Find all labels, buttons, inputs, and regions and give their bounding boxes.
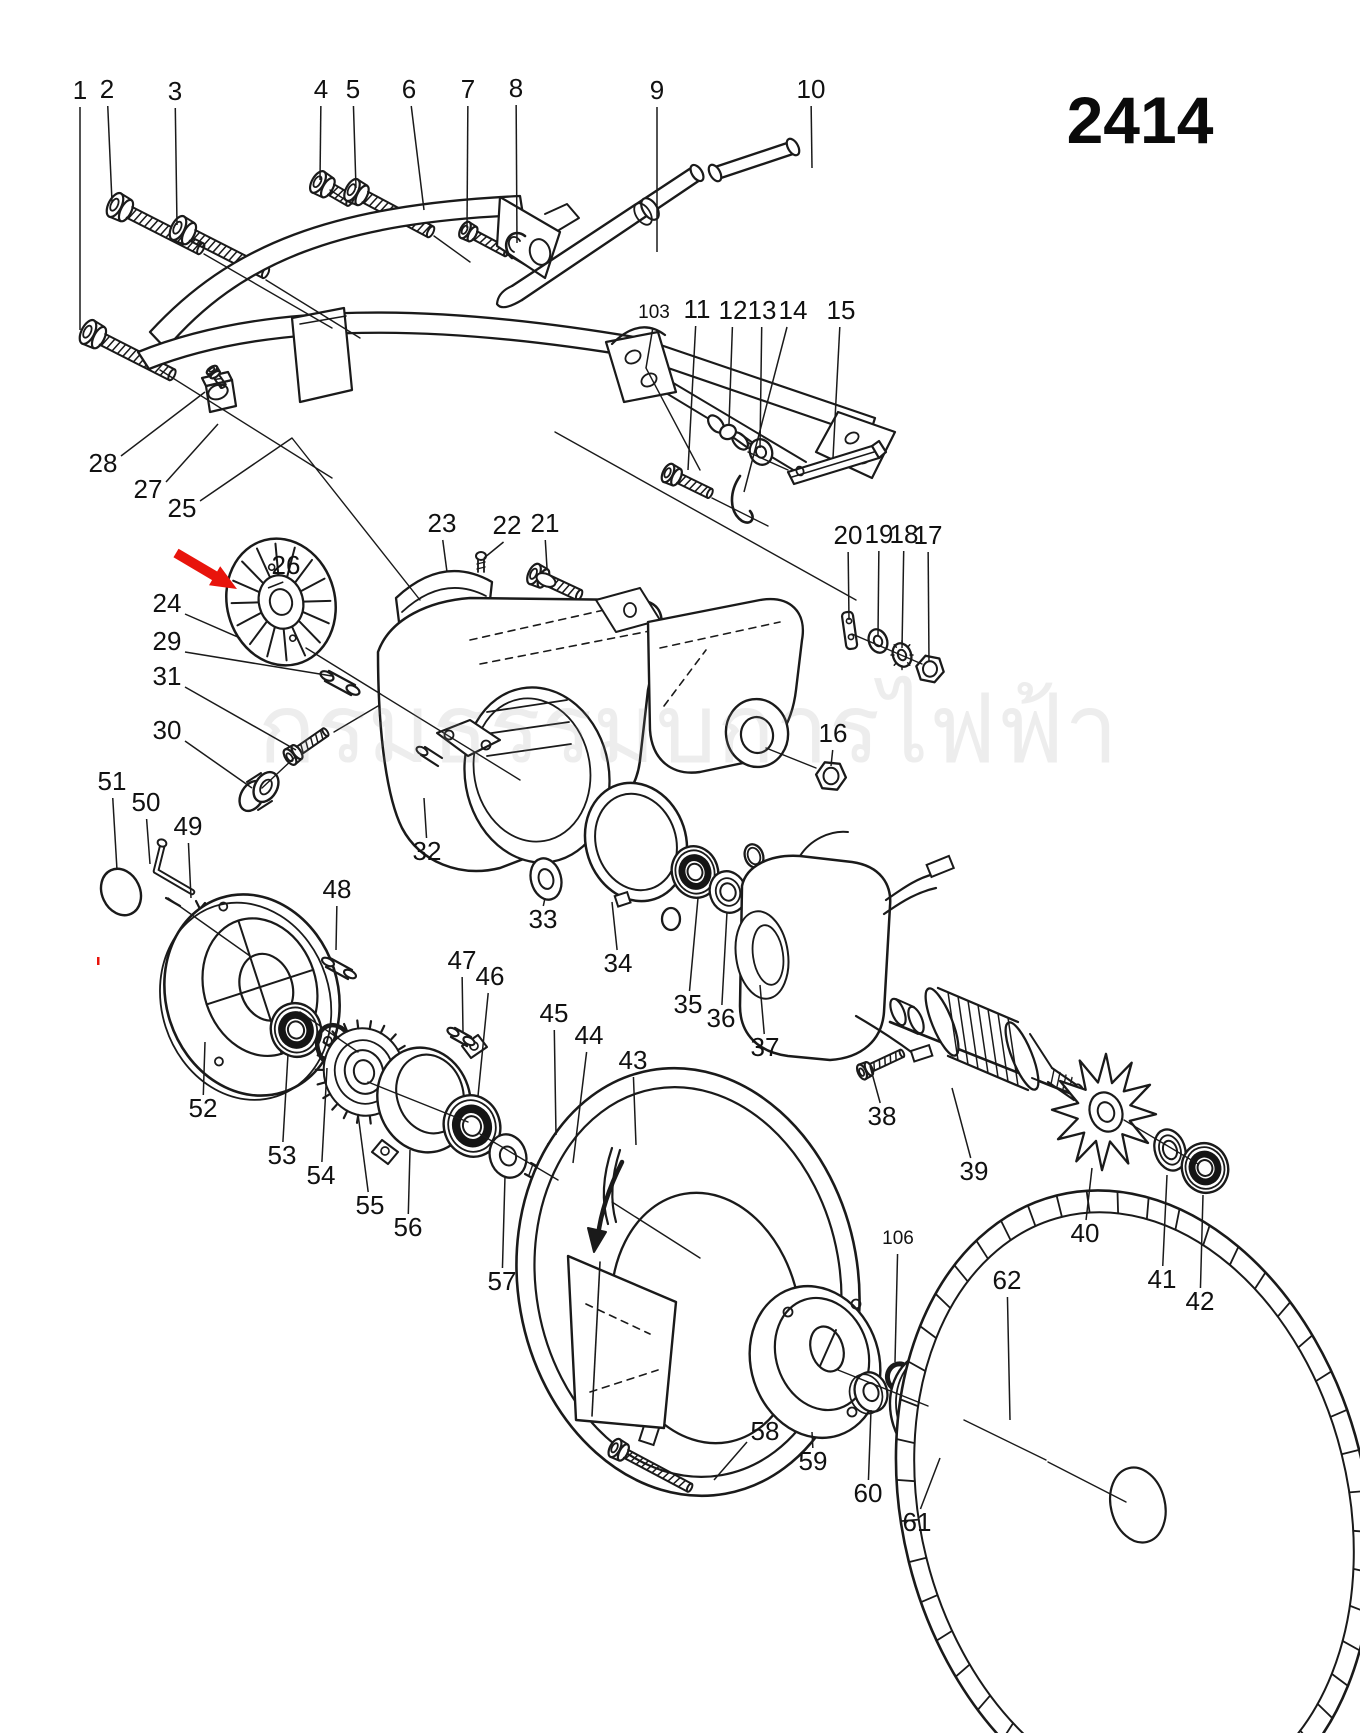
part-label-49: 49 [174,811,203,841]
part-label-11: 11 [684,294,711,324]
part-label-53: 53 [268,1140,297,1170]
part-label-8: 8 [509,73,523,103]
part-label-18: 18 [890,519,919,549]
part-label-42: 42 [1186,1286,1215,1316]
part-label-51: 51 [98,766,127,796]
exploded-view-line-art [78,137,1360,1733]
part-label-57: 57 [488,1266,517,1296]
part-label-36: 36 [707,1003,736,1033]
part-label-28: 28 [89,448,118,478]
part-label-37: 37 [751,1032,780,1062]
part-label-25: 25 [168,493,197,523]
part-label-48: 48 [323,874,352,904]
part-label-26: 26 [272,550,301,580]
part-label-4: 4 [314,74,328,104]
part-label-5: 5 [346,74,360,104]
part-label-21: 21 [531,508,560,538]
part-label-58: 58 [751,1416,780,1446]
part-label-1: 1 [73,75,87,105]
part-label-32: 32 [413,836,442,866]
part-label-60: 60 [854,1478,883,1508]
part-label-34: 34 [604,948,633,978]
part-label-31: 31 [153,661,182,691]
part-label-16: 16 [819,718,848,748]
part-label-2: 2 [100,74,114,104]
part-label-54: 54 [307,1160,336,1190]
part-label-17: 17 [914,520,943,550]
part-label-41: 41 [1148,1264,1177,1294]
red-annotations [97,548,237,965]
red-arrow-shaft [173,548,221,583]
part-label-106: 106 [882,1228,914,1249]
part-label-20: 20 [834,520,863,550]
part-label-40: 40 [1071,1218,1100,1248]
part-label-35: 35 [674,989,703,1019]
page-title: 2414 [1067,83,1214,157]
part-label-56: 56 [394,1212,423,1242]
part-label-23: 23 [428,508,457,538]
part-label-7: 7 [461,74,475,104]
part-label-33: 33 [529,904,558,934]
part-label-10: 10 [797,74,826,104]
part-label-55: 55 [356,1190,385,1220]
leader-lines [79,104,1204,1510]
part-label-44: 44 [575,1020,604,1050]
part-label-29: 29 [153,626,182,656]
part-label-30: 30 [153,715,182,745]
watermark: กรมธรรมบการไฟฟ้า [258,676,1119,783]
part-label-24: 24 [153,588,182,618]
part-label-6: 6 [402,74,416,104]
part-label-62: 62 [993,1265,1022,1295]
part-label-45: 45 [540,998,569,1028]
part-label-15: 15 [827,295,856,325]
part-label-3: 3 [168,76,182,106]
part-label-61: 61 [903,1507,932,1537]
part-label-47: 47 [448,945,477,975]
part-label-46: 46 [476,961,505,991]
red-tick-mark [97,957,100,965]
part-label-12: 12 [719,295,748,325]
red-arrow-head [209,566,237,589]
part-label-59: 59 [799,1446,828,1476]
part-label-13: 13 [748,295,777,325]
part-label-19: 19 [865,519,894,549]
part-label-50: 50 [132,787,161,817]
part-label-52: 52 [189,1093,218,1123]
part-label-39: 39 [960,1156,989,1186]
part-label-103: 103 [638,302,670,323]
part-label-14: 14 [779,295,808,325]
part-label-27: 27 [134,474,163,504]
part-label-9: 9 [650,75,664,105]
part-label-38: 38 [868,1101,897,1131]
part-label-22: 22 [493,510,522,540]
part-label-43: 43 [619,1045,648,1075]
